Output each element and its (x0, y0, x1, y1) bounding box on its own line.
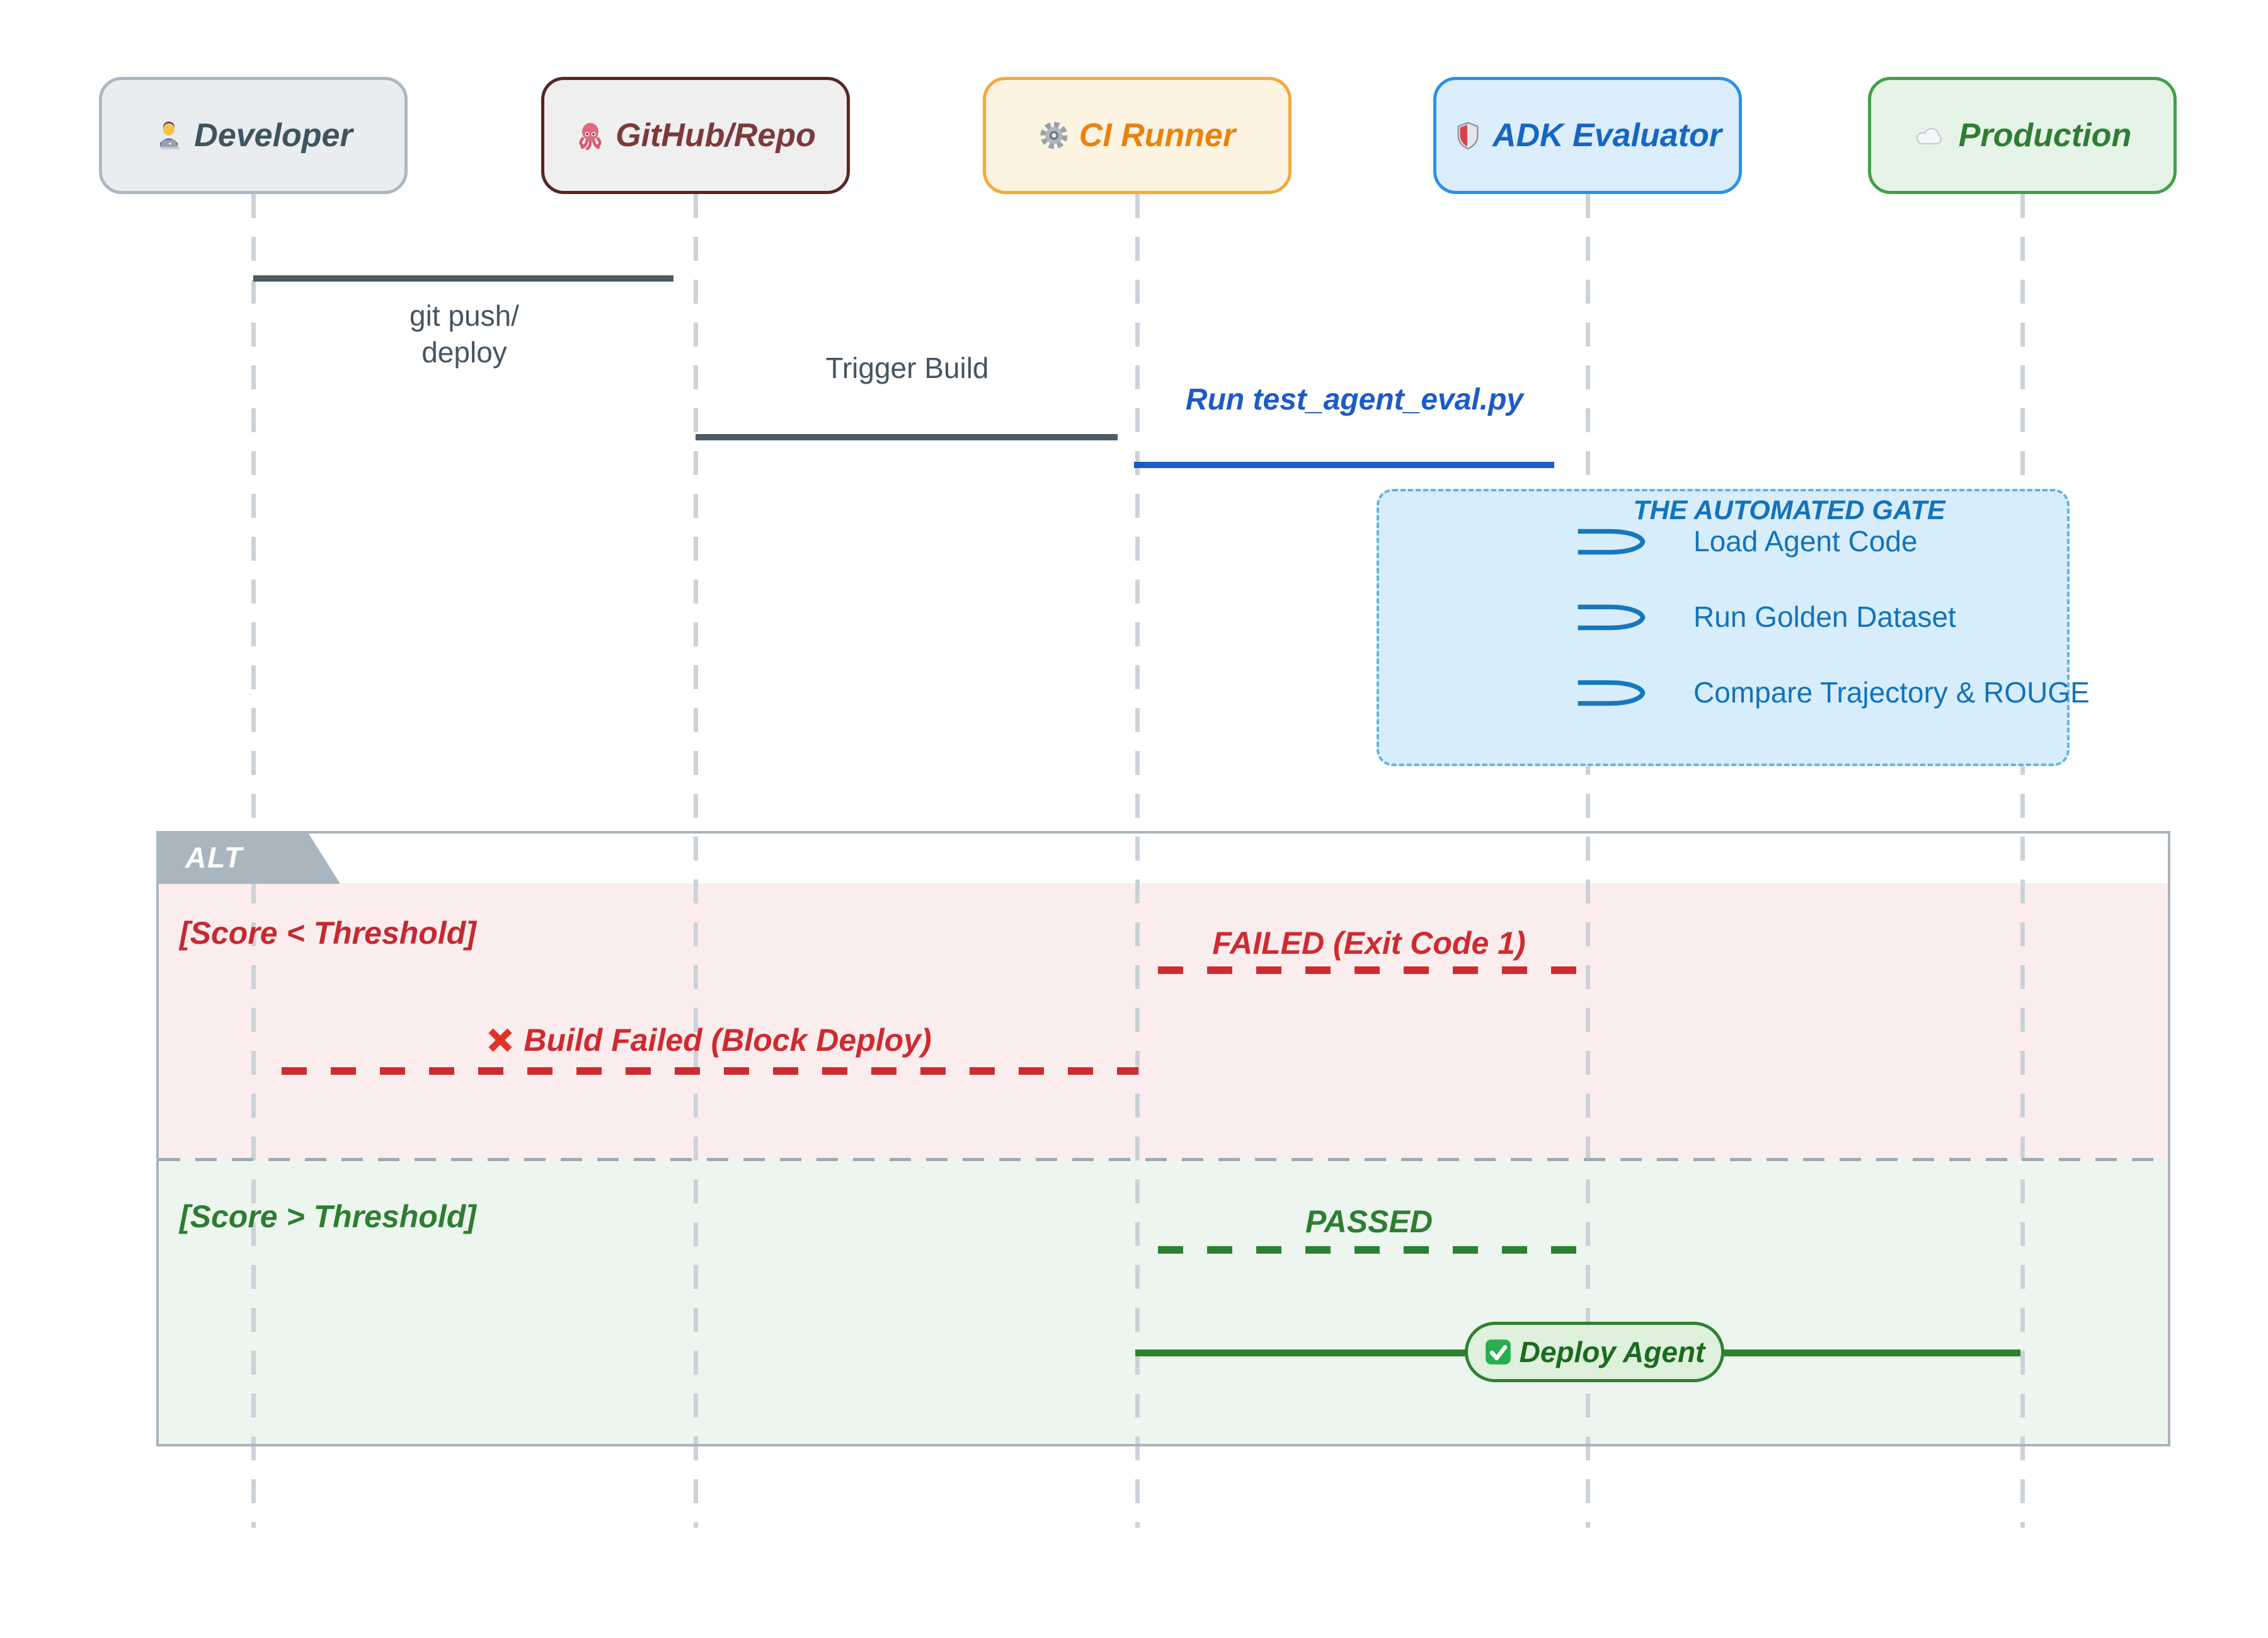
alt-frame (156, 831, 2170, 1446)
git-push-line1: git push/ (410, 299, 519, 332)
self-loop-icon (1578, 680, 1646, 706)
actor-label-production: Production (1958, 117, 2132, 154)
cross-mark-icon (488, 1028, 512, 1052)
actor-production: Production (1868, 77, 2177, 194)
lifeline-ci-runner (1135, 194, 1140, 1528)
alt-passed-section-background (159, 1159, 2168, 1444)
actor-github-repo: GitHub/Repo (541, 77, 850, 194)
note-item-run-golden-dataset: Run Golden Dataset (1693, 600, 1956, 633)
actor-label-developer: Developer (194, 117, 353, 154)
developer-icon (160, 122, 180, 149)
message-line-trigger-build (696, 434, 1118, 440)
note-item-load-agent-code: Load Agent Code (1693, 525, 1918, 558)
shield-icon (1457, 122, 1479, 150)
condition-score-below-threshold: [Score < Threshold] (180, 915, 476, 951)
build-failed-text: Build Failed (Block Deploy) (524, 1022, 932, 1058)
deploy-agent-badge: Deploy Agent (1465, 1322, 1724, 1382)
alt-section-divider (159, 1158, 2168, 1161)
message-label-passed: PASSED (1305, 1204, 1433, 1239)
actor-ci-runner: CI Runner (983, 77, 1292, 194)
message-line-build-failed (282, 1067, 1138, 1075)
self-loop-icon (1578, 604, 1646, 631)
actor-adk-evaluator: ADK Evaluator (1433, 77, 1742, 194)
lifeline-adk-evaluator (1586, 194, 1590, 1528)
message-line-passed (1158, 1246, 1578, 1254)
message-line-git-push (253, 275, 673, 282)
gear-icon (1040, 122, 1068, 149)
lifeline-github (694, 194, 698, 1528)
actor-developer: Developer (99, 77, 408, 194)
git-push-line2: deploy (421, 336, 507, 369)
actor-label-adk-evaluator: ADK Evaluator (1492, 117, 1722, 154)
check-mark-icon (1485, 1339, 1511, 1365)
message-label-git-push: git push/ deploy (275, 297, 653, 370)
automated-gate-title: THE AUTOMATED GATE (1633, 495, 1945, 525)
message-line-failed (1158, 966, 1578, 974)
actor-label-github-repo: GitHub/Repo (616, 117, 816, 154)
condition-score-above-threshold: [Score > Threshold] (180, 1199, 476, 1234)
note-item-compare-trajectory: Compare Trajectory & ROUGE (1693, 676, 2090, 709)
deploy-agent-text: Deploy Agent (1519, 1336, 1705, 1368)
message-line-run-eval (1134, 462, 1554, 468)
octopus-icon (579, 123, 602, 151)
cloud-icon (1916, 128, 1942, 145)
lifeline-production (2020, 194, 2025, 1528)
message-label-trigger-build: Trigger Build (825, 352, 989, 384)
automated-gate-note (1377, 489, 2070, 766)
message-label-run-eval: Run test_agent_eval.py (1185, 383, 1524, 416)
self-loop-icon (1578, 529, 1646, 555)
alt-tab-label: ALT (156, 831, 340, 884)
message-label-failed: FAILED (Exit Code 1) (1212, 925, 1526, 961)
actor-label-ci-runner: CI Runner (1079, 117, 1236, 154)
message-label-build-failed: Build Failed (Block Deploy) (394, 1022, 1024, 1058)
alt-failed-section-background (159, 883, 2168, 1159)
